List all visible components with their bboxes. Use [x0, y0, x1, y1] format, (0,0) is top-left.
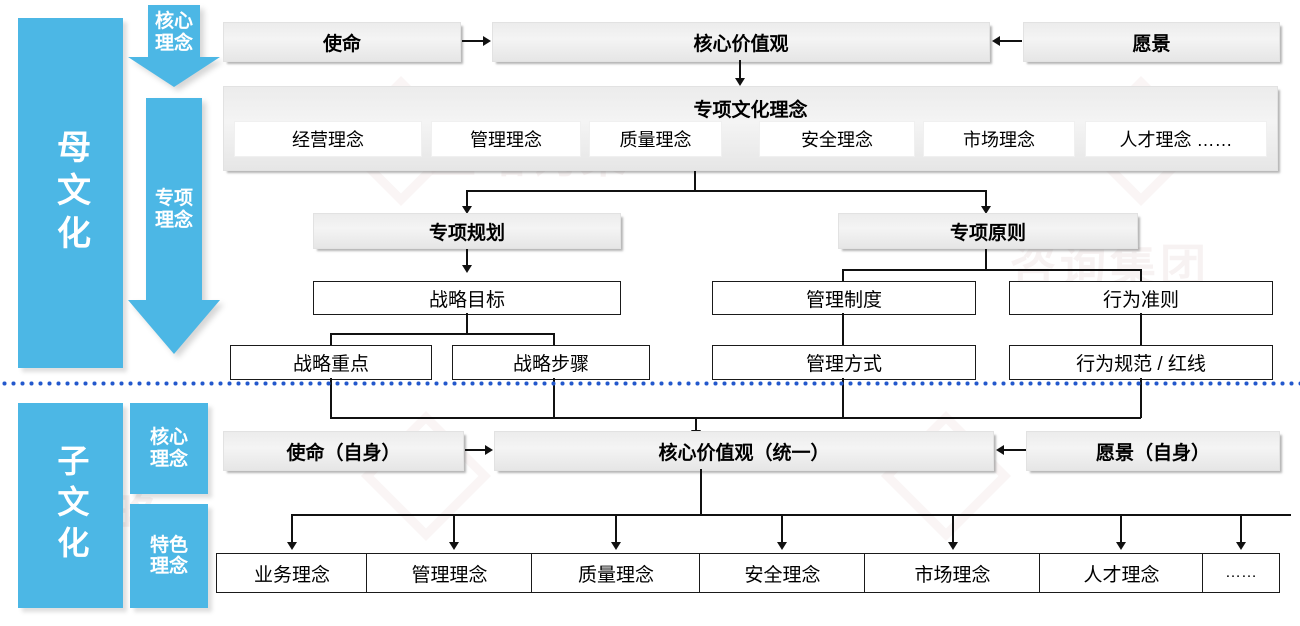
- band-parent-culture: 母文化: [18, 18, 123, 368]
- connector-sub-drop-0: [291, 514, 293, 544]
- box-mission[interactable]: 使命: [223, 22, 461, 62]
- arrowhead-down: [1236, 542, 1246, 550]
- connector-to-steps: [553, 333, 555, 346]
- arrowhead-right: [483, 36, 491, 46]
- connector-principle-split: [842, 269, 1142, 271]
- connector-sub-core-stem: [700, 469, 702, 515]
- tag-sub-feature-concept: 特色 理念: [130, 504, 208, 608]
- connector-cross-3: [842, 378, 844, 418]
- box-sub-item-0[interactable]: 业务理念: [216, 553, 368, 593]
- connector-sub-drop-2: [615, 514, 617, 544]
- connector-sub-drop-4: [952, 514, 954, 544]
- box-sub-item-4[interactable]: 市场理念: [864, 553, 1041, 593]
- tag-sub-core-concept: 核心 理念: [130, 403, 208, 494]
- connector-cross-4: [1140, 378, 1142, 418]
- box-vision[interactable]: 愿景: [1023, 22, 1280, 62]
- box-sub-item-3[interactable]: 安全理念: [699, 553, 866, 593]
- tag-sub-core-line2: 理念: [149, 448, 188, 470]
- arrowhead-down: [449, 542, 459, 550]
- band-sub-culture: 子文化: [18, 403, 123, 608]
- chip-special-2[interactable]: 质量理念: [589, 121, 722, 157]
- arrow-special-concept: 专项 理念: [128, 98, 220, 354]
- box-sub-item-6[interactable]: ……: [1202, 553, 1280, 593]
- box-sub-item-2[interactable]: 质量理念: [531, 553, 701, 593]
- tag-sub-core-line1: 核心: [149, 427, 188, 449]
- connector-sub-drop-6: [1240, 514, 1242, 544]
- arrowhead-down: [735, 78, 745, 86]
- chip-special-4[interactable]: 市场理念: [923, 121, 1075, 157]
- connector-principle-stem: [985, 249, 987, 270]
- box-special-principle[interactable]: 专项原则: [838, 213, 1138, 249]
- arrow-core-concept: 核心 理念: [128, 5, 220, 87]
- arrowhead-down: [462, 265, 472, 273]
- connector-cross-2: [553, 378, 555, 418]
- section-divider: [0, 381, 1300, 386]
- connector-cross-bus: [330, 417, 1141, 419]
- connector-vision-to-core: [1000, 40, 1022, 42]
- arrowhead-down: [611, 542, 621, 550]
- connector-goal-split: [330, 333, 554, 335]
- connector-conduct-down: [1140, 313, 1142, 346]
- connector-sub-drop-5: [1120, 514, 1122, 544]
- box-mission-self[interactable]: 使命（自身）: [223, 431, 464, 471]
- connector-to-code-conduct: [1140, 269, 1142, 282]
- box-mgmt-system[interactable]: 管理制度: [712, 281, 976, 315]
- chip-special-3[interactable]: 安全理念: [759, 121, 915, 157]
- box-conduct-norm: 行为规范 / 红线: [1009, 345, 1273, 380]
- connector-band-stem: [694, 171, 696, 191]
- connector-sub-drop-1: [453, 514, 455, 544]
- arrowhead-right: [485, 445, 493, 455]
- arrowhead-down: [981, 206, 991, 214]
- chip-special-1[interactable]: 管理理念: [431, 121, 581, 157]
- arrowhead-down: [1116, 542, 1126, 550]
- connector-mission-self-to-core: [465, 449, 487, 451]
- connector-to-principle: [985, 190, 987, 209]
- connector-mgmt-down: [842, 313, 844, 346]
- connector-goal-stem: [466, 313, 468, 334]
- connector-vision-self-to-core: [1004, 449, 1026, 451]
- connector-mission-to-core: [462, 40, 485, 42]
- box-strategy-goal[interactable]: 战略目标: [313, 281, 621, 315]
- arrowhead-down: [777, 542, 787, 550]
- arrowhead-down: [287, 542, 297, 550]
- box-core-values[interactable]: 核心价值观: [492, 22, 990, 62]
- tag-sub-feature-line1: 特色: [149, 534, 188, 556]
- chip-special-5[interactable]: 人才理念 ……: [1085, 121, 1267, 157]
- box-strategy-steps[interactable]: 战略步骤: [452, 345, 650, 380]
- box-code-conduct[interactable]: 行为准则: [1009, 281, 1273, 315]
- connector-core-down: [739, 60, 741, 80]
- arrowhead-down: [948, 542, 958, 550]
- box-special-planning[interactable]: 专项规划: [313, 213, 621, 249]
- connector-cross-stem: [695, 417, 697, 434]
- connector-to-focus: [330, 333, 332, 346]
- connector-sub-bus: [291, 514, 1291, 516]
- arrowhead-left: [992, 36, 1000, 46]
- connector-planning-down: [466, 249, 468, 267]
- chip-special-0[interactable]: 经营理念: [234, 121, 422, 157]
- connector-to-planning: [466, 190, 468, 209]
- box-vision-self[interactable]: 愿景（自身）: [1026, 431, 1280, 471]
- box-sub-item-1[interactable]: 管理理念: [366, 553, 533, 593]
- box-mgmt-method[interactable]: 管理方式: [712, 345, 976, 380]
- connector-cross-1: [330, 378, 332, 418]
- box-strategy-focus[interactable]: 战略重点: [230, 345, 432, 380]
- box-core-values-unified[interactable]: 核心价值观（统一）: [494, 431, 994, 471]
- arrowhead-down: [462, 206, 472, 214]
- connector-band-split: [466, 190, 986, 192]
- connector-to-mgmt-system: [842, 269, 844, 282]
- connector-sub-drop-3: [781, 514, 783, 544]
- box-sub-item-5[interactable]: 人才理念: [1039, 553, 1204, 593]
- tag-sub-feature-line2: 理念: [149, 556, 188, 577]
- arrowhead-left: [996, 445, 1004, 455]
